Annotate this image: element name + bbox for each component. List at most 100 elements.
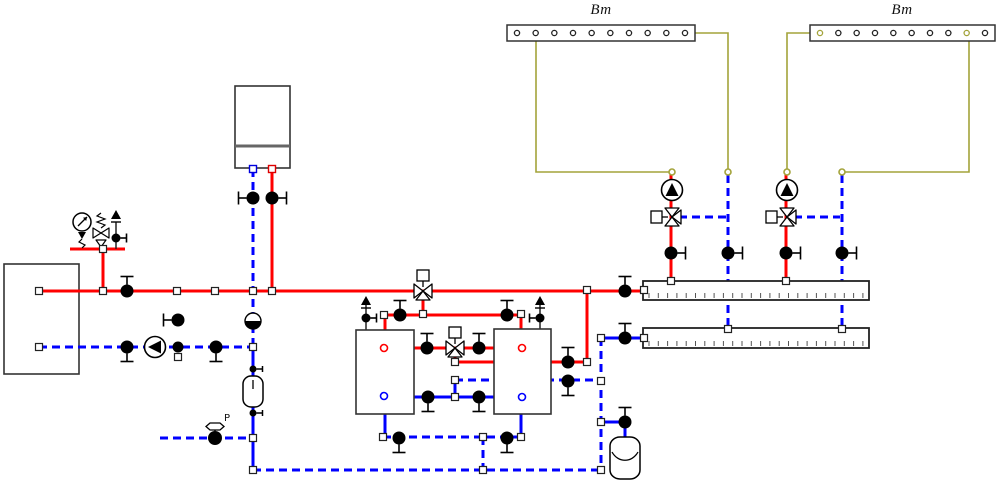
radiator1-return-wire: [695, 32, 729, 169]
pipe-connector: [173, 352, 183, 362]
mini-valve[interactable]: [249, 365, 264, 373]
pipe-connector: [596, 376, 606, 386]
pipe-connector: [837, 324, 847, 334]
pipe-connector: [516, 309, 526, 319]
ball-valve[interactable]: [561, 374, 575, 397]
ball-valve[interactable]: [664, 246, 687, 260]
ball-valve[interactable]: [618, 406, 632, 429]
pump-boiler-circuit[interactable]: [143, 335, 167, 359]
pipe-connector: [172, 286, 182, 296]
pipe-connector: [379, 310, 389, 320]
pipe-connector: [666, 276, 676, 286]
pipe-connector: [596, 417, 606, 427]
supply-manifold[interactable]: [642, 280, 870, 301]
ball-valve[interactable]: [618, 275, 632, 298]
mixing-valve-tanks[interactable]: [445, 326, 465, 358]
ball-valve[interactable]: [162, 313, 185, 327]
pipe-connector: [248, 465, 258, 475]
radiator2-return-wire: [845, 36, 970, 173]
ball-valve[interactable]: [779, 246, 802, 260]
pipe-connector: [34, 286, 44, 296]
drain-valve[interactable]: [205, 422, 225, 445]
radiator1-supply-wire: [535, 41, 669, 173]
pipe-connector: [596, 465, 606, 475]
ball-valve[interactable]: [561, 346, 575, 369]
buffer-tank-left[interactable]: [355, 329, 415, 415]
ball-valve[interactable]: [120, 340, 134, 363]
pressure-gauge[interactable]: [72, 212, 92, 249]
pipe-connector: [723, 324, 733, 334]
ball-valve[interactable]: [721, 246, 744, 260]
expansion-tank[interactable]: [609, 436, 641, 480]
air-vent-tank-right[interactable]: [535, 296, 545, 309]
mini-valve[interactable]: [249, 409, 264, 417]
heat-source[interactable]: [3, 263, 80, 375]
wire-node: [668, 168, 676, 176]
ball-valve[interactable]: [120, 275, 134, 298]
radiator-1[interactable]: [506, 24, 696, 42]
boiler[interactable]: [234, 85, 291, 169]
pipe-connector: [596, 333, 606, 343]
ball-valve[interactable]: [265, 191, 288, 205]
return-port: [379, 391, 389, 401]
pipe-connector: [450, 375, 460, 385]
mixing-valve-main[interactable]: [413, 269, 433, 301]
radiator-1-power-label: Вт: [590, 2, 612, 18]
pipe-connector: [98, 244, 108, 254]
pipe-connector: [248, 342, 258, 352]
tee-junction[interactable]: [172, 341, 184, 353]
wire-node: [783, 168, 791, 176]
supply-port: [379, 343, 389, 353]
pump-circuit-2[interactable]: [775, 178, 799, 202]
ball-valve[interactable]: [618, 322, 632, 345]
equipment-port-connector: [267, 164, 277, 174]
ball-valve[interactable]: [393, 299, 407, 322]
pipe-connector: [450, 392, 460, 402]
pipe-connector: [639, 333, 649, 343]
pipe-connector: [248, 286, 258, 296]
ball-valve[interactable]: [472, 332, 486, 355]
ball-valve[interactable]: [420, 332, 434, 355]
wire-node: [838, 168, 846, 176]
vent-shutoff[interactable]: [528, 313, 545, 323]
pipe-connector: [582, 285, 592, 295]
wire-node: [724, 168, 732, 176]
air-vent-safety-group[interactable]: [111, 210, 121, 223]
pipe-connector: [781, 276, 791, 286]
pipe-connector: [210, 286, 220, 296]
radiator-2-power-label: Вт: [891, 2, 913, 18]
ball-valve[interactable]: [472, 390, 486, 413]
return-port: [517, 392, 527, 402]
equipment-port-connector: [248, 164, 258, 174]
ball-valve[interactable]: [237, 191, 260, 205]
pipe-connector: [582, 357, 592, 367]
pipe-connector: [450, 357, 460, 367]
pipe-connector: [478, 432, 488, 442]
air-vent-tank-left[interactable]: [361, 296, 371, 309]
pipe-connector: [34, 342, 44, 352]
vent-shutoff[interactable]: [111, 233, 128, 243]
ball-valve[interactable]: [392, 431, 406, 454]
ball-valve[interactable]: [209, 340, 223, 363]
pump-circuit-1[interactable]: [660, 178, 684, 202]
small-vessel[interactable]: [242, 375, 264, 408]
radiator2-supply-wire: [786, 32, 810, 169]
air-separator[interactable]: [244, 312, 262, 330]
ball-valve[interactable]: [500, 431, 514, 454]
mixing-valve-circuit-1[interactable]: [650, 207, 682, 227]
safety-valve[interactable]: [92, 212, 110, 249]
pipe-connector: [478, 465, 488, 475]
ball-valve[interactable]: [835, 246, 858, 260]
return-manifold[interactable]: [642, 327, 870, 349]
supply-port: [517, 343, 527, 353]
mixing-valve-circuit-2[interactable]: [765, 207, 797, 227]
radiator-2[interactable]: [809, 24, 996, 42]
ball-valve[interactable]: [421, 390, 435, 413]
pipe-connector: [418, 309, 428, 319]
pipe-connector: [267, 286, 277, 296]
pipe-connector: [639, 285, 649, 295]
vent-shutoff[interactable]: [361, 313, 378, 323]
pipe-connector: [248, 433, 258, 443]
ball-valve[interactable]: [500, 299, 514, 322]
